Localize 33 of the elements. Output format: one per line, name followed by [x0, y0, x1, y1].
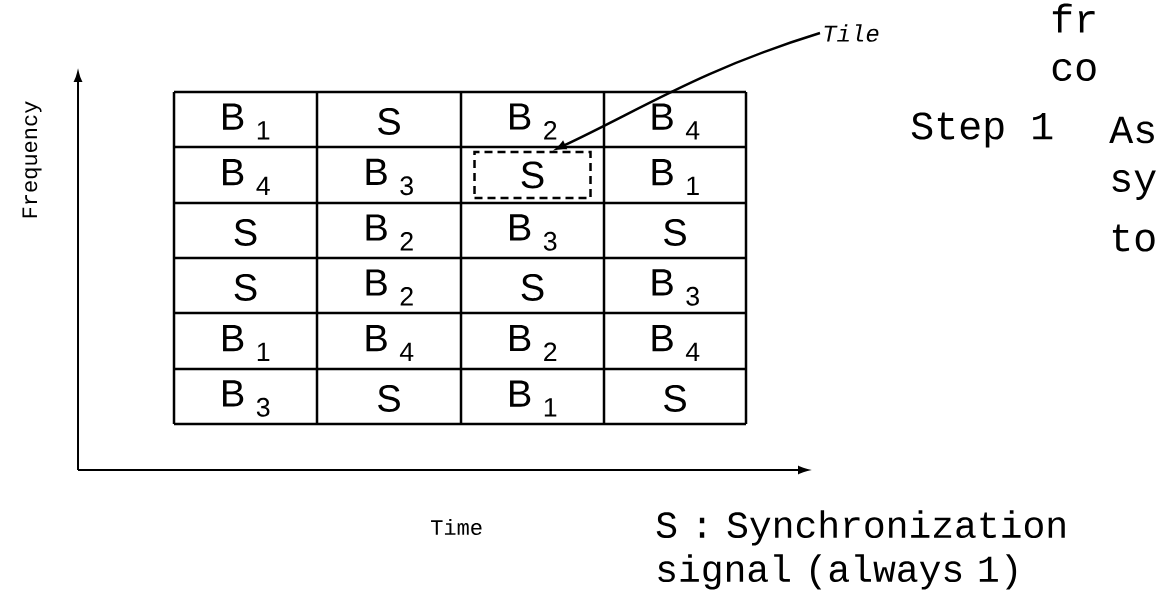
table-cell: B $_{2}$ [366, 214, 413, 251]
table-cell: B $_{4}$ [223, 159, 270, 195]
table-cell: B $_{2}$ [510, 324, 557, 362]
table-cell: B $_{2}$ [366, 269, 413, 306]
table-cell: B $_{4}$ [652, 103, 700, 140]
callout-text: Tile [824, 24, 879, 42]
table-cell: S [664, 219, 686, 246]
table-cell: B $_{1}$ [223, 325, 270, 361]
table-cell: B $_{3}$ [223, 380, 270, 417]
table-cell: S [234, 219, 257, 246]
tile-box: S [473, 150, 592, 200]
body-text: to [1112, 224, 1155, 252]
table-cell: S [378, 385, 400, 412]
table-cell: B $_{3}$ [652, 269, 699, 306]
table-cell: S [234, 274, 257, 301]
axis-label: Frequency [22, 101, 42, 218]
table-cell: S [521, 274, 544, 301]
body-text: As [1109, 116, 1154, 144]
table-cell: B $_{4}$ [366, 325, 414, 361]
table-cell: B $_{1}$ [510, 380, 557, 417]
table-cell: B $_{2}$ [510, 103, 557, 140]
table-cell: B $_{4}$ [652, 325, 700, 361]
axis-label: Time [431, 518, 482, 536]
table-cell: B $_{3}$ [366, 158, 413, 196]
body-text: sy [1112, 170, 1156, 200]
table-cell: B $_{1}$ [223, 103, 270, 140]
table-cell: B $_{1}$ [652, 159, 699, 195]
body-text: fr [1052, 3, 1095, 33]
body-text: co [1052, 59, 1096, 81]
legend-text: S : Synchronization signal (always 1) [656, 510, 1065, 590]
table-cell: S [378, 108, 400, 135]
table-cell: S [664, 385, 686, 412]
body-text: Step 1 [911, 112, 1053, 148]
